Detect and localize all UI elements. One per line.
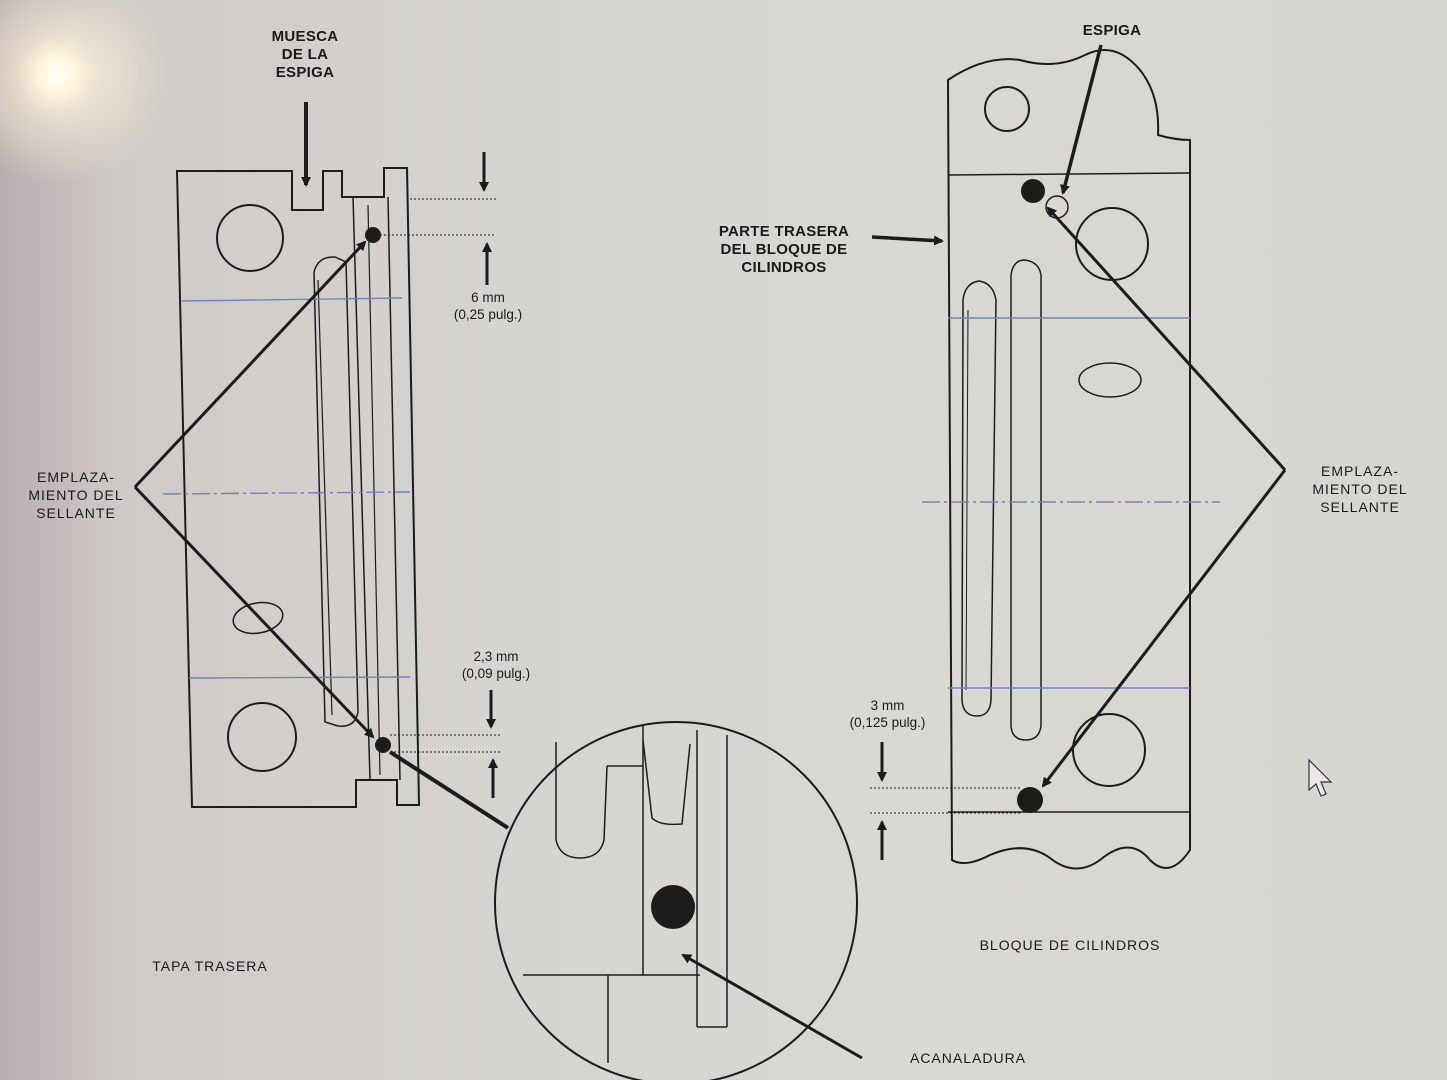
- light-glare: [0, 0, 180, 200]
- sealant-dot-detail: [651, 885, 695, 929]
- rear-cover-bands: [162, 297, 411, 679]
- sealant-dot-bottom-left: [375, 737, 391, 753]
- label-acanaladura: ACANALADURA: [909, 1050, 1027, 1066]
- label-dim-3mm: 3 mm (0,125 pulg.): [849, 698, 926, 730]
- acanaladura-arrow: [681, 953, 863, 1060]
- sealant-dot-top-left: [365, 227, 381, 243]
- magnifier-leader: [388, 750, 510, 830]
- label-espiga: ESPIGA: [1082, 22, 1142, 39]
- label-tapa-trasera: TAPA TRASERA: [152, 958, 268, 974]
- label-emplazamiento-right: EMPLAZA- MIENTO DEL SELLANTE: [1312, 463, 1408, 515]
- sealant-leaders-left: [133, 240, 375, 739]
- label-emplazamiento-left: EMPLAZA- MIENTO DEL SELLANTE: [28, 469, 124, 521]
- label-dim-6mm: 6 mm (0,25 pulg.): [453, 290, 523, 322]
- mouse-cursor-icon: [1308, 758, 1333, 797]
- label-dim-23mm: 2,3 mm (0,09 pulg.): [461, 649, 531, 681]
- label-muesca: MUESCA DE LA ESPIGA: [271, 28, 339, 81]
- sealant-dot-top-right: [1021, 179, 1045, 203]
- label-parte-trasera: PARTE TRASERA DEL BLOQUE DE CILINDROS: [718, 223, 850, 276]
- sealant-dot-bottom-right: [1017, 787, 1043, 813]
- dim-lines-right: [870, 742, 1020, 860]
- espiga-arrow: [1060, 44, 1103, 195]
- sealant-leaders-right: [1041, 206, 1287, 788]
- label-bloque-cilindros: BLOQUE DE CILINDROS: [979, 937, 1161, 953]
- magnified-detail: [494, 721, 858, 1080]
- cylinder-block-bands: [922, 317, 1220, 689]
- dim-lines-left: [380, 152, 500, 798]
- parte-trasera-arrow: [871, 235, 944, 246]
- rear-cover-drawing: [175, 167, 421, 808]
